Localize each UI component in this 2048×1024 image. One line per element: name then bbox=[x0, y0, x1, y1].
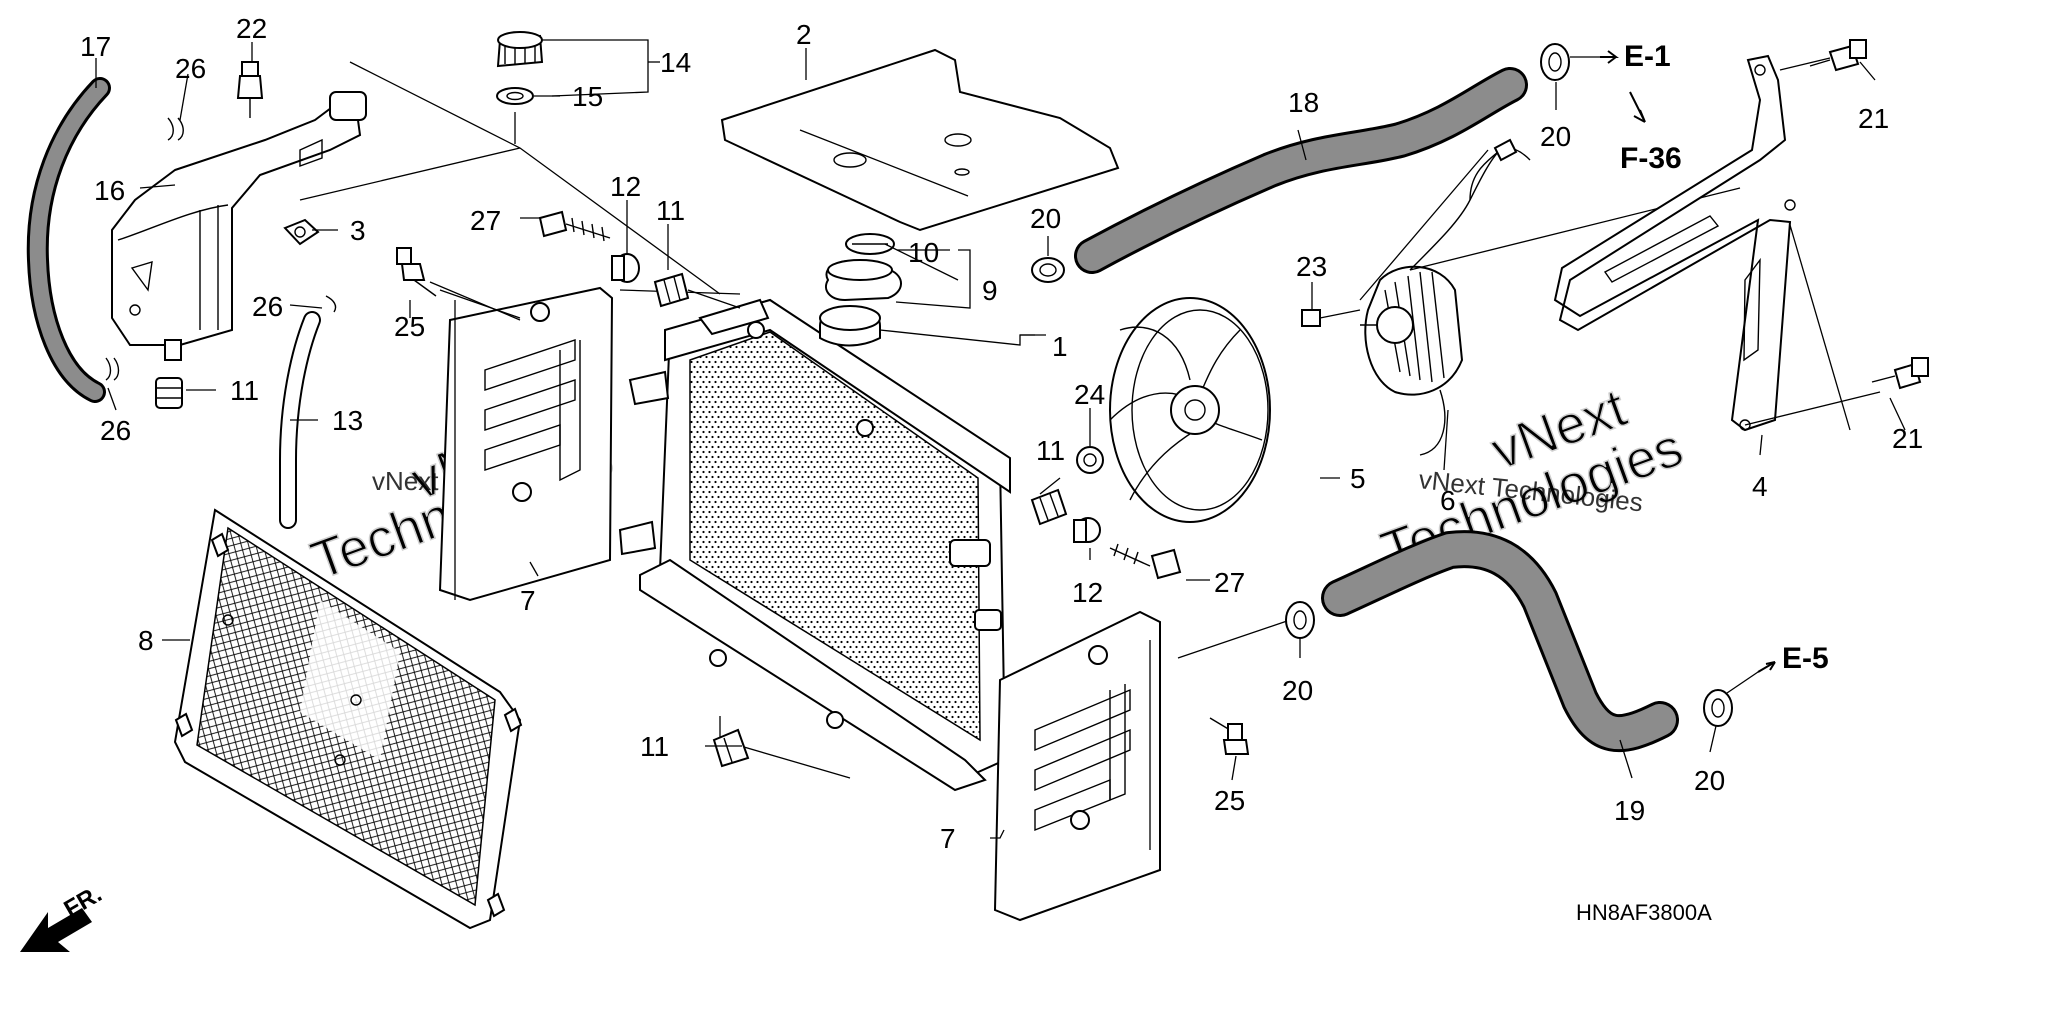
fan-motor-6 bbox=[1360, 138, 1531, 456]
callout-17: 17 bbox=[80, 31, 111, 62]
callout-26-top: 26 bbox=[175, 53, 206, 84]
callout-25-upper: 25 bbox=[394, 311, 425, 342]
callout-5: 5 bbox=[1350, 463, 1366, 494]
radiator-1 bbox=[618, 289, 1011, 792]
callout-18: 18 bbox=[1288, 87, 1319, 118]
callout-10: 10 bbox=[908, 237, 939, 268]
seal-15 bbox=[496, 87, 534, 105]
ref-e5: E-5 bbox=[1782, 642, 1829, 675]
callout-25-lower: 25 bbox=[1214, 785, 1245, 816]
callout-3: 3 bbox=[350, 215, 366, 246]
cap-seal-10 bbox=[845, 233, 895, 255]
bolt-21-upper bbox=[1809, 39, 1867, 72]
callout-27-lower: 27 bbox=[1214, 567, 1245, 598]
front-arrow: FR. bbox=[20, 880, 106, 952]
callout-21-lower: 21 bbox=[1892, 423, 1923, 454]
clip-26-bottom bbox=[105, 357, 120, 381]
clamp-20-mid bbox=[1285, 601, 1315, 639]
radiator-grille-8 bbox=[173, 508, 523, 930]
bolt-23 bbox=[1301, 309, 1361, 327]
callout-13: 13 bbox=[332, 405, 363, 436]
grommet-11-tank bbox=[155, 377, 183, 409]
clamp-3 bbox=[283, 218, 320, 246]
bolt-25-upper bbox=[396, 247, 437, 297]
bolt-27-lower bbox=[1109, 543, 1182, 580]
callout-labels: 17 26 22 16 3 26 25 11 26 13 27 12 11 14… bbox=[80, 13, 1923, 854]
callout-14: 14 bbox=[660, 47, 691, 78]
callout-11-mid: 11 bbox=[1036, 435, 1065, 466]
callout-7-lower: 7 bbox=[940, 823, 956, 854]
e5-arrow bbox=[1757, 661, 1776, 673]
nut-24 bbox=[1076, 446, 1104, 474]
callout-23: 23 bbox=[1296, 251, 1327, 282]
fan-bracket-4 bbox=[1553, 54, 1796, 432]
side-plate-7-lower bbox=[993, 610, 1161, 922]
callout-24: 24 bbox=[1074, 379, 1105, 410]
callout-12-lower: 12 bbox=[1072, 577, 1103, 608]
callout-7-upper: 7 bbox=[520, 585, 536, 616]
bolt-25-lower bbox=[1209, 717, 1250, 755]
clamp-20-upper bbox=[1031, 257, 1065, 283]
collar-12-lower bbox=[1073, 517, 1101, 543]
pressure-cap-9 bbox=[825, 259, 902, 302]
grommet-11-bottom bbox=[712, 728, 750, 768]
grommet-11-upper bbox=[653, 272, 690, 308]
callout-lines bbox=[95, 39, 1906, 839]
callout-6: 6 bbox=[1440, 485, 1456, 516]
callout-20-mid: 20 bbox=[1282, 675, 1313, 706]
callout-22: 22 bbox=[236, 13, 267, 44]
callout-11-bottom: 11 bbox=[640, 731, 669, 762]
callout-9: 9 bbox=[982, 275, 998, 306]
callout-8: 8 bbox=[138, 625, 154, 656]
reserve-tank bbox=[111, 91, 367, 361]
ref-e1: E-1 bbox=[1624, 40, 1671, 73]
ref-f36: F-36 bbox=[1620, 142, 1682, 175]
front-label: FR. bbox=[60, 880, 107, 923]
bolt-21-lower bbox=[1871, 357, 1929, 390]
callout-27-upper: 27 bbox=[470, 205, 501, 236]
side-plate-7-upper bbox=[438, 286, 614, 602]
callout-1: 1 bbox=[1052, 331, 1068, 362]
callout-26-mid: 26 bbox=[252, 291, 283, 322]
callout-21-upper: 21 bbox=[1858, 103, 1889, 134]
bolt-27-upper bbox=[538, 210, 611, 242]
cooling-fan-5 bbox=[1109, 297, 1271, 523]
callout-11-upper: 11 bbox=[656, 195, 685, 226]
callout-20-upper: 20 bbox=[1030, 203, 1061, 234]
grommet-11-mid bbox=[1030, 488, 1068, 526]
e1-arrow bbox=[1600, 50, 1619, 64]
f36-arrow bbox=[1629, 91, 1646, 123]
callout-15: 15 bbox=[572, 81, 603, 112]
clip-26-top bbox=[167, 117, 184, 141]
clamp-20-e5 bbox=[1703, 689, 1733, 727]
clip-26-mid bbox=[325, 295, 337, 313]
collar-12-upper bbox=[611, 253, 640, 283]
callout-4: 4 bbox=[1752, 471, 1768, 502]
callout-26-bottom: 26 bbox=[100, 415, 131, 446]
radiator-cover-2 bbox=[720, 48, 1120, 232]
tank-cap-bolt bbox=[236, 61, 264, 118]
callout-19: 19 bbox=[1614, 795, 1645, 826]
callout-11-tank: 11 bbox=[230, 375, 259, 406]
callout-12-upper: 12 bbox=[610, 171, 641, 202]
radiator-cap-14 bbox=[496, 31, 544, 68]
diagram-code: HN8AF3800A bbox=[1576, 900, 1712, 925]
callout-2: 2 bbox=[796, 19, 812, 50]
callout-20-e5: 20 bbox=[1694, 765, 1725, 796]
callout-16: 16 bbox=[94, 175, 125, 206]
callout-20-e1: 20 bbox=[1540, 121, 1571, 152]
clamp-20-e1 bbox=[1540, 43, 1570, 81]
